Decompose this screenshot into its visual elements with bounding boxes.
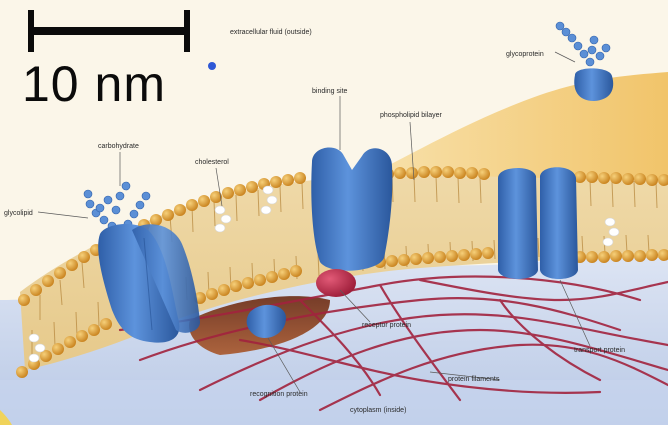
blue-dot bbox=[208, 62, 216, 70]
scale-bar-label: 10 nm bbox=[22, 56, 166, 112]
label-cytoplasm: cytoplasm (inside) bbox=[350, 407, 406, 415]
glycoprotein-carbohydrate bbox=[556, 22, 610, 66]
label-extracellular: extracellular fluid (outside) bbox=[230, 29, 312, 37]
label-glycoprotein: glycoprotein bbox=[506, 51, 544, 59]
scale-bar bbox=[28, 10, 190, 52]
glycoprotein-shape bbox=[574, 68, 613, 101]
label-cholesterol: cholesterol bbox=[195, 159, 229, 167]
label-receptor-protein: receptor protein bbox=[362, 322, 411, 330]
label-transport-protein: transport protein bbox=[574, 347, 625, 355]
label-recognition-protein: recognition protein bbox=[250, 391, 308, 399]
label-phospholipid-bilayer: phospholipid bilayer bbox=[380, 112, 442, 120]
label-carbohydrate: carbohydrate bbox=[98, 143, 139, 151]
label-glycolipid: glycolipid bbox=[4, 210, 33, 218]
label-binding-site: binding site bbox=[312, 88, 347, 96]
label-protein-filaments: protein filaments bbox=[448, 376, 499, 384]
